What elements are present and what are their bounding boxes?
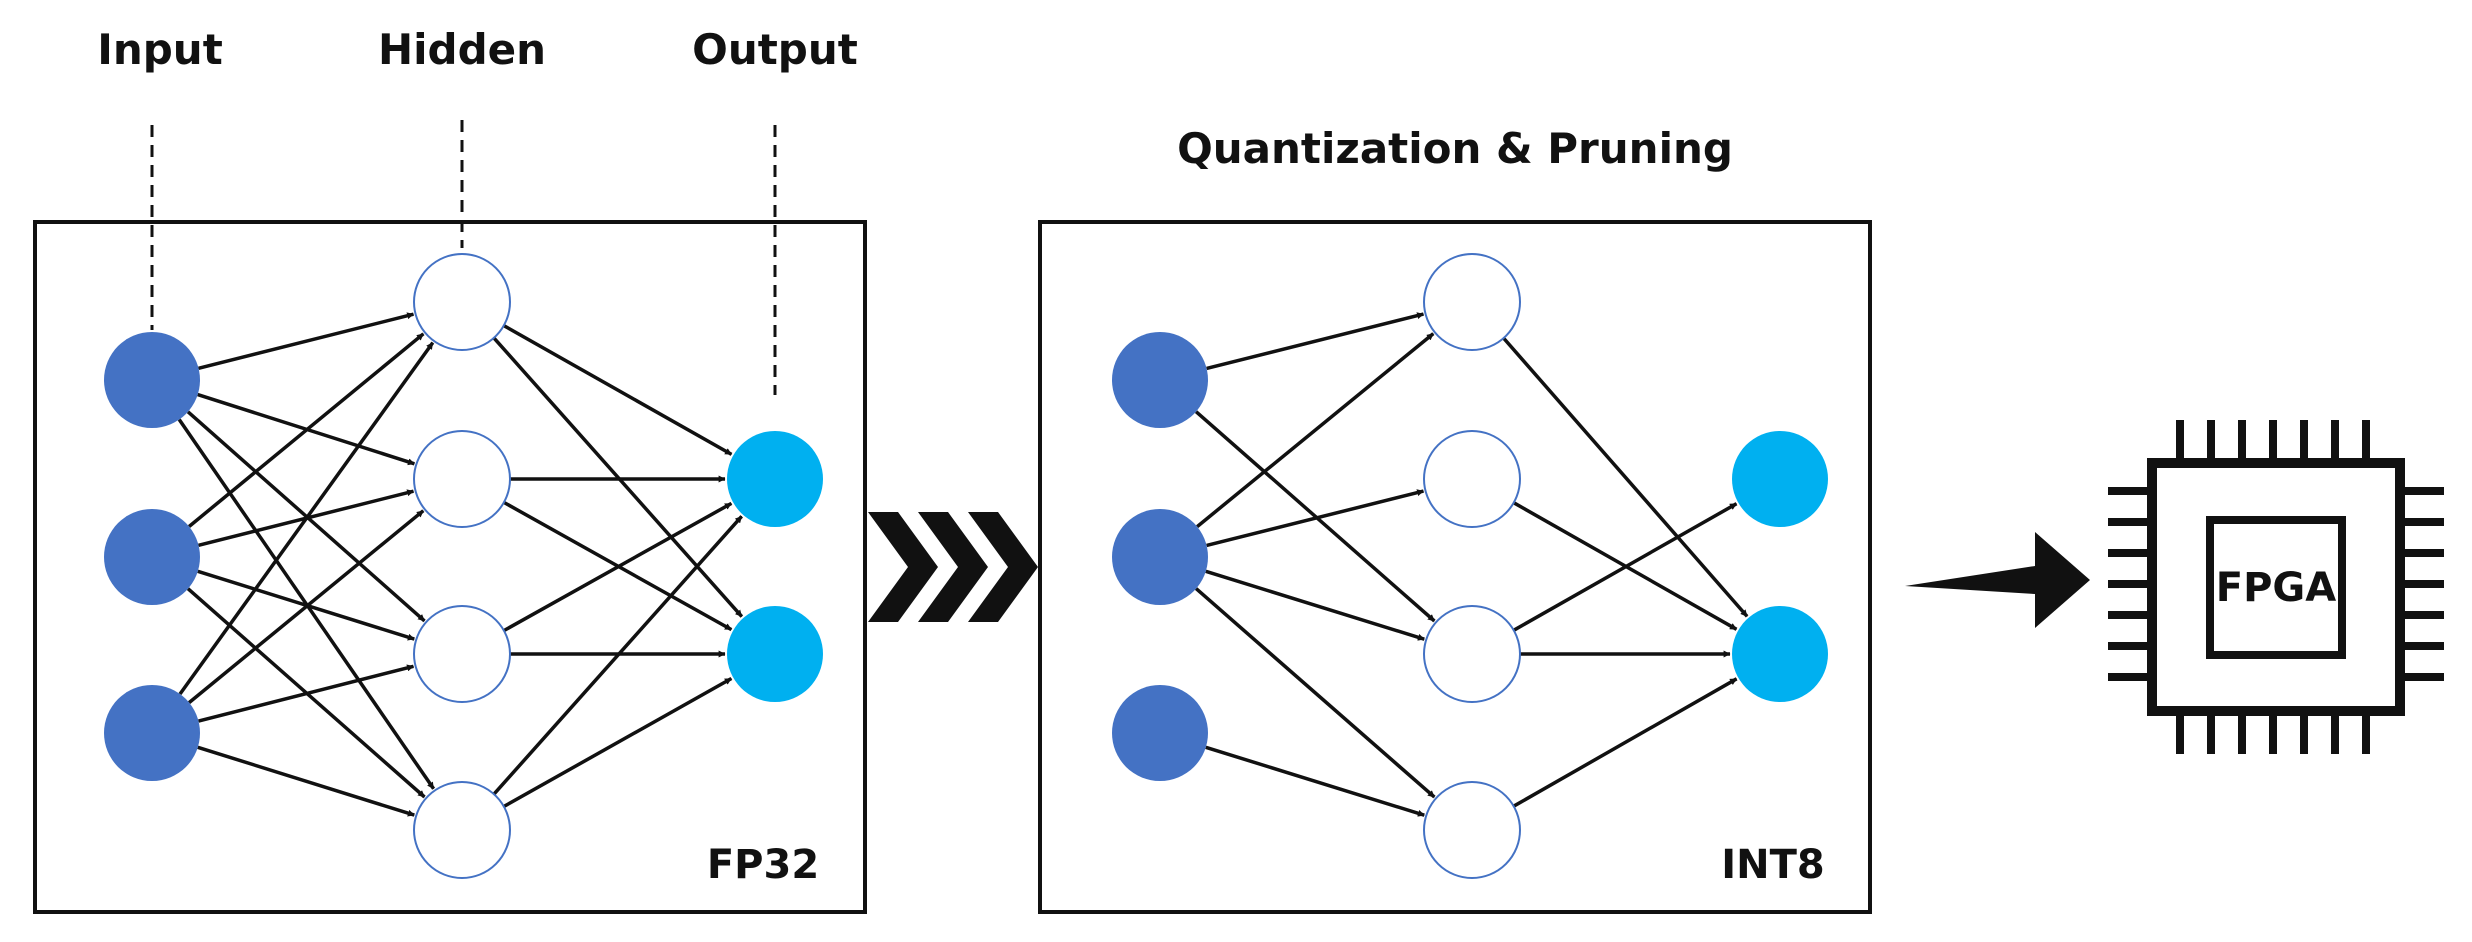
chip-pins [2108,420,2444,754]
deploy-arrow-icon [1905,532,2090,628]
chip-pin-top-6 [2331,420,2339,466]
fp32-edge-i2-h1 [187,509,425,704]
fp32-edge-i2-h3 [197,745,415,817]
fp32-nodes [104,253,823,879]
int8-edge-i1-h2 [1205,569,1425,641]
chip-pin-bottom-3 [2238,708,2246,754]
chevron-arrows-icon [868,512,1038,622]
int8-edge-i1-h1 [1206,489,1425,548]
fpga-label: FPGA [2216,565,2336,611]
int8-frame [1038,220,1872,914]
chip-pin-right-4 [2397,580,2444,588]
chip-pin-top-3 [2238,420,2246,466]
int8-edge-i1-h3 [1194,587,1436,799]
fp32-edge-h3-o1 [502,676,733,809]
fp32-input-node-2 [104,509,200,605]
int8-hidden-node-1 [1423,253,1521,351]
int8-edge-h3-o1 [1512,677,1738,808]
int8-edge-h0-o1 [1502,336,1749,618]
chip-pin-bottom-5 [2300,708,2308,754]
int8-input-node-1 [1112,332,1208,428]
int8-edge-h2-o0 [1512,502,1738,632]
int8-label: INT8 [1721,842,1824,888]
fp32-label: FP32 [707,842,819,888]
chip-die [2206,516,2346,659]
fp32-input-node-3 [104,685,200,781]
fp32-edge-i2-h0 [178,341,435,696]
fp32-hidden-node-3 [413,605,511,703]
chip-pin-left-7 [2108,673,2155,681]
chip-pin-bottom-7 [2362,708,2370,754]
int8-input-node-2 [1112,509,1208,605]
fp32-output-node-1 [727,431,823,527]
chip-pin-bottom-4 [2269,708,2277,754]
chip-pin-top-7 [2362,420,2370,466]
fp32-frame [33,220,867,914]
chip-pin-top-1 [2176,420,2184,466]
int8-hidden-node-3 [1423,605,1521,703]
output-layer-label: Output [692,25,858,74]
chip-pin-left-2 [2108,518,2155,526]
int8-hidden-node-4 [1423,781,1521,879]
fp32-edge-i0-h0 [198,312,415,370]
int8-edge-i2-h3 [1205,745,1425,817]
fp32-connections [177,312,744,817]
chip-pin-left-5 [2108,611,2155,619]
input-layer-label: Input [97,25,223,74]
chip-pin-bottom-2 [2207,708,2215,754]
chip-pin-left-4 [2108,580,2155,588]
hidden-layer-label: Hidden [378,25,546,74]
chip-pin-left-3 [2108,549,2155,557]
fp32-output-node-2 [727,606,823,702]
int8-output-node-2 [1732,606,1828,702]
chip-pin-left-1 [2108,487,2155,495]
process-label: Quantization & Pruning [1177,124,1733,173]
fp32-edge-i2-h2 [198,664,415,723]
chip-pin-top-5 [2300,420,2308,466]
chip-pin-bottom-1 [2176,708,2184,754]
int8-network-panel: INT8 [1038,220,1872,914]
fp32-hidden-node-2 [413,430,511,528]
chip-pin-right-7 [2397,673,2444,681]
fp32-input-node-1 [104,332,200,428]
chip-pin-right-1 [2397,487,2444,495]
int8-edge-i1-h0 [1196,332,1435,528]
fp32-edge-h0-o0 [502,324,733,456]
chip-pin-left-6 [2108,642,2155,650]
int8-edge-i0-h0 [1206,312,1425,371]
chip-pin-right-5 [2397,611,2444,619]
fp32-hidden-node-4 [413,781,511,879]
chip-pin-right-6 [2397,642,2444,650]
fp32-edge-h3-o0 [492,515,744,796]
fp32-edge-i1-h0 [187,332,425,528]
int8-hidden-node-2 [1423,430,1521,528]
int8-connections [1194,312,1749,817]
fp32-hidden-node-1 [413,253,511,351]
int8-output-node-1 [1732,431,1828,527]
int8-edge-i0-h2 [1194,410,1436,623]
fp32-network-panel: FP32 [33,220,867,914]
chip-pin-bottom-6 [2331,708,2339,754]
chip-pin-right-2 [2397,518,2444,526]
chip-pin-top-2 [2207,420,2215,466]
chip-pin-right-3 [2397,549,2444,557]
int8-nodes [1112,253,1828,879]
int8-input-node-3 [1112,685,1208,781]
chip-pin-top-4 [2269,420,2277,466]
fp32-edge-h2-o0 [503,501,733,633]
fpga-chip-icon: FPGA [2108,420,2444,754]
